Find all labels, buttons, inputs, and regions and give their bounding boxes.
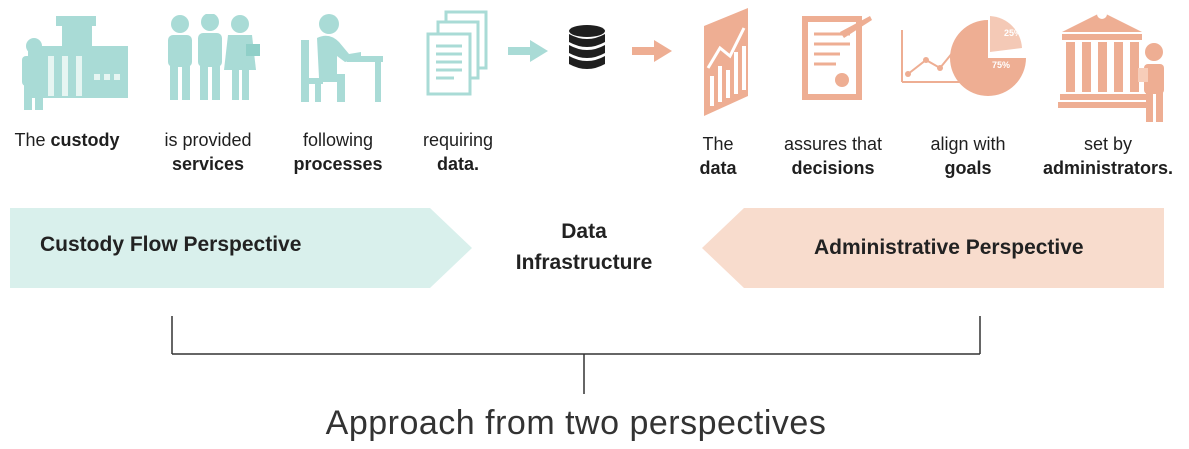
administrative-label: Administrative Perspective <box>814 236 1084 259</box>
step-caption-goals: align with goals <box>930 134 1006 178</box>
step-caption-services: is provided services <box>164 130 252 174</box>
bracket <box>171 316 981 394</box>
step-caption-the-data: The data <box>699 134 737 178</box>
arrow-right-icon <box>632 40 672 62</box>
documents-icon <box>426 10 488 96</box>
courthouse-icon <box>1058 9 1164 122</box>
approach-label: Approach from two perspectives <box>325 404 827 442</box>
prison-icon <box>22 16 128 110</box>
step-caption-data-requiring: requiring data. <box>422 130 494 174</box>
database-icon <box>569 25 605 69</box>
administrative-banner <box>702 208 1164 288</box>
pie-label-small: 25% <box>1004 28 1022 38</box>
pie-label-large: 75% <box>992 60 1010 70</box>
step-caption-custody: The custody <box>14 130 120 150</box>
custody-flow-banner <box>10 208 472 288</box>
custody-flow-label: Custody Flow Perspective <box>40 233 302 256</box>
trend-pie-chart-icon: 25% 75% <box>901 16 1026 96</box>
step-caption-processes: following processes <box>293 130 383 174</box>
arrow-right-icon <box>508 40 548 62</box>
step-caption-administrators: set by administrators. <box>1042 134 1174 178</box>
data-infrastructure-label: Data Infrastructure <box>515 220 653 274</box>
guards-group-icon <box>168 14 260 100</box>
person-at-desk-icon <box>301 14 383 102</box>
data-chart-icon <box>704 8 748 116</box>
certificate-icon <box>802 16 872 100</box>
step-caption-decisions: assures that decisions <box>783 134 883 178</box>
